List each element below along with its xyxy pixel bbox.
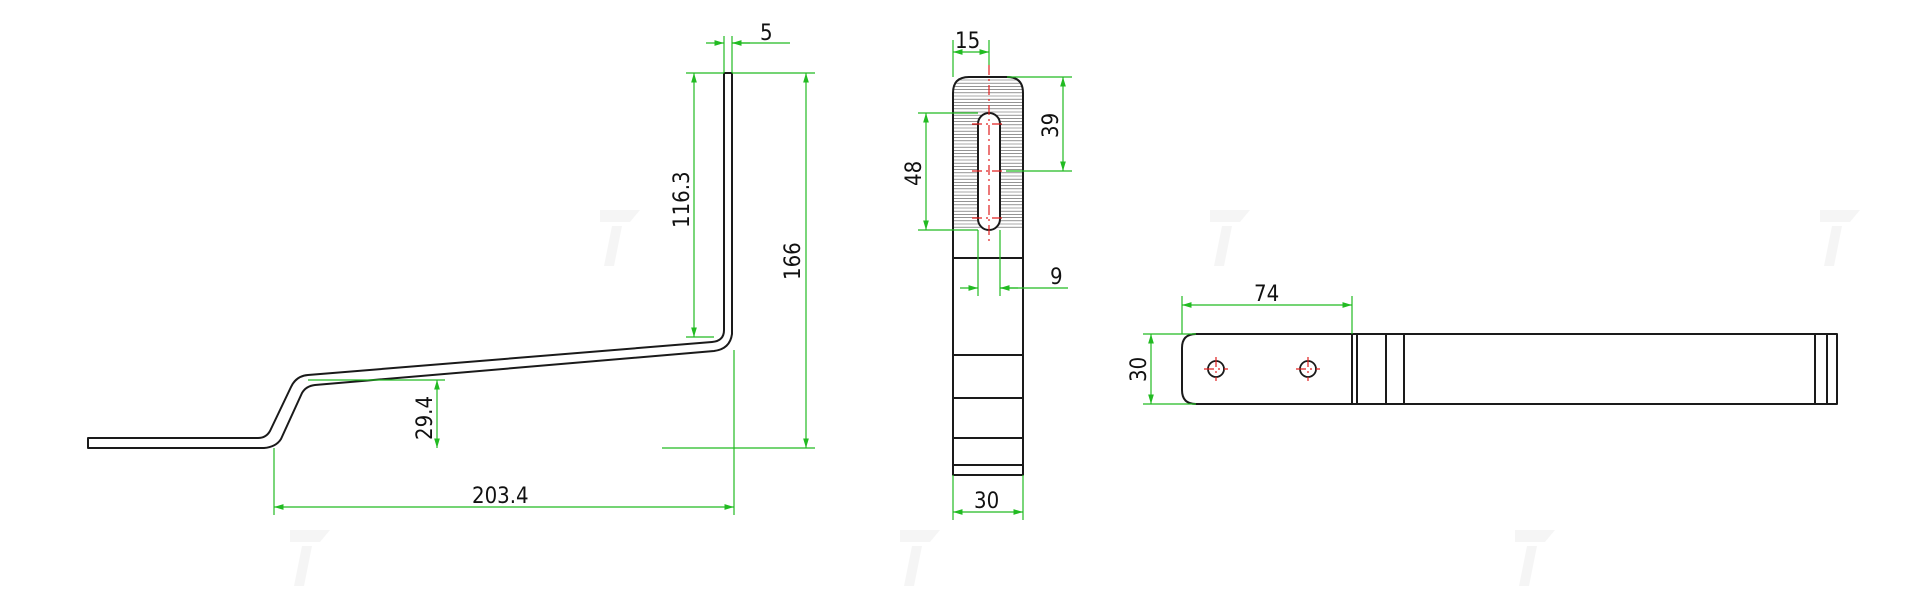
dim-total-height: 166 [781, 242, 806, 280]
dim-hole-span: 74 [1254, 282, 1279, 307]
bracket-profile [87, 72, 733, 449]
dim-vertical-leg: 116.3 [670, 171, 695, 228]
dim-top-width: 15 [955, 29, 980, 54]
watermark-logo [900, 530, 940, 586]
top-view: 74 30 [1127, 282, 1838, 405]
dim-step-height: 29.4 [413, 396, 438, 440]
side-view: 5 116.3 166 29.4 203.4 [87, 21, 815, 515]
watermark-logo [1820, 210, 1860, 266]
top-strip-outline [1181, 333, 1838, 405]
watermark-logo [1210, 210, 1250, 266]
dim-slot-length: 48 [902, 161, 927, 186]
dim-thickness: 5 [760, 21, 773, 46]
watermark-logo [290, 530, 330, 586]
watermark-logo [1515, 530, 1555, 586]
dim-slot-offset: 39 [1039, 113, 1064, 138]
watermark-logo [600, 210, 640, 266]
dim-slot-width: 9 [1050, 265, 1063, 290]
front-view: 15 39 48 9 30 [902, 29, 1072, 520]
dim-top-width-30: 30 [1127, 357, 1152, 382]
watermark-group [290, 210, 1860, 586]
dim-body-width: 30 [974, 489, 999, 514]
dim-horizontal-span: 203.4 [472, 484, 529, 509]
